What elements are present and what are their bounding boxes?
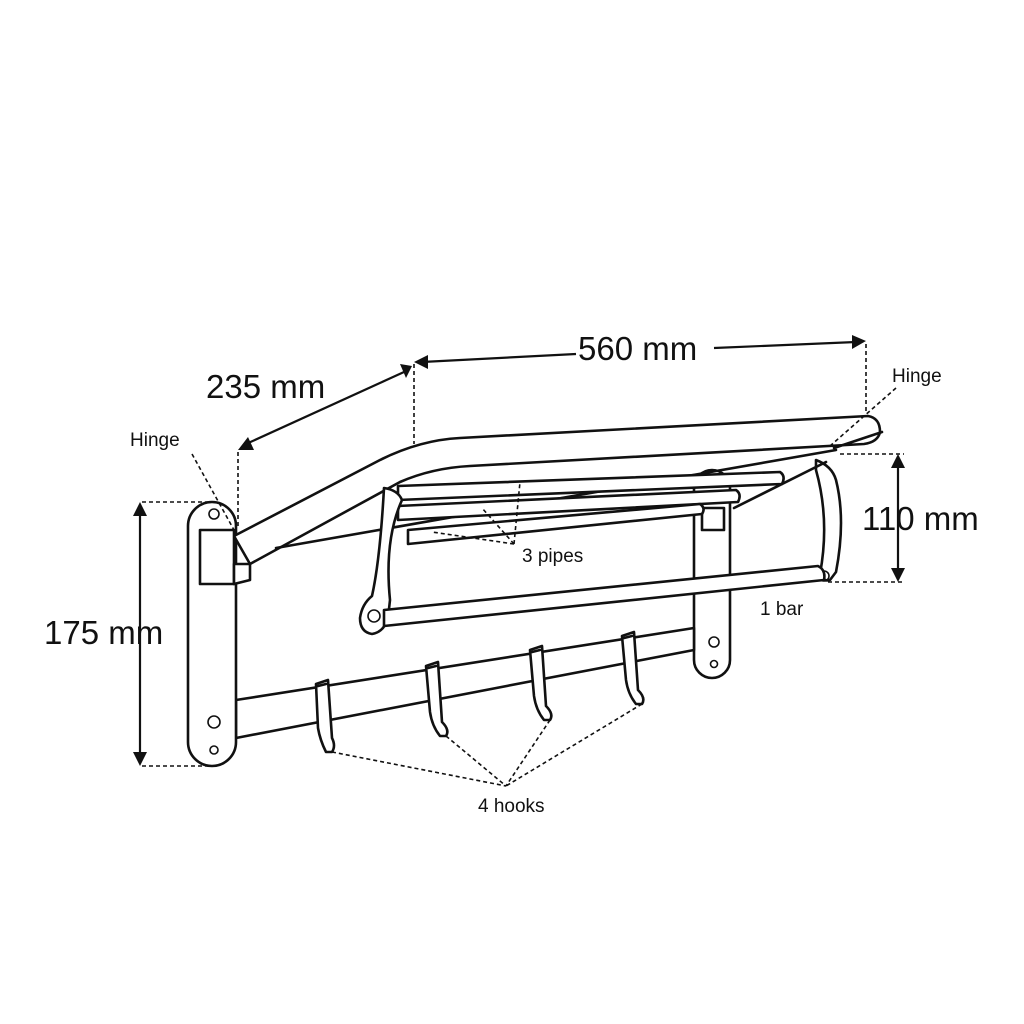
height-label: 175 mm: [44, 614, 163, 651]
right-hinge-label: Hinge: [892, 366, 942, 387]
bottom-bar: [382, 564, 826, 628]
pipes-callout: 3 pipes: [431, 481, 583, 567]
hooks-callout: 4 hooks: [331, 703, 643, 817]
right-hinge-callout: Hinge: [829, 366, 942, 447]
width-dimension: 560 mm: [413, 330, 867, 444]
width-label: 560 mm: [578, 330, 697, 367]
depth-label: 235 mm: [206, 368, 325, 405]
pipes: [396, 470, 785, 546]
bar-height-dimension: 110 mm: [828, 453, 979, 583]
left-hinge-label: Hinge: [130, 430, 180, 451]
left-hinge-block: [198, 528, 252, 586]
bar-label: 1 bar: [760, 599, 804, 620]
left-hinge-callout: Hinge: [130, 430, 235, 531]
height-dimension: 175 mm: [44, 501, 210, 767]
depth-dimension: 235 mm: [206, 364, 412, 528]
hooks-label: 4 hooks: [478, 796, 545, 817]
bar-callout: 1 bar: [760, 599, 804, 620]
bar-height-label: 110 mm: [862, 500, 979, 537]
left-arm: [358, 486, 404, 636]
pipes-label: 3 pipes: [522, 546, 583, 567]
